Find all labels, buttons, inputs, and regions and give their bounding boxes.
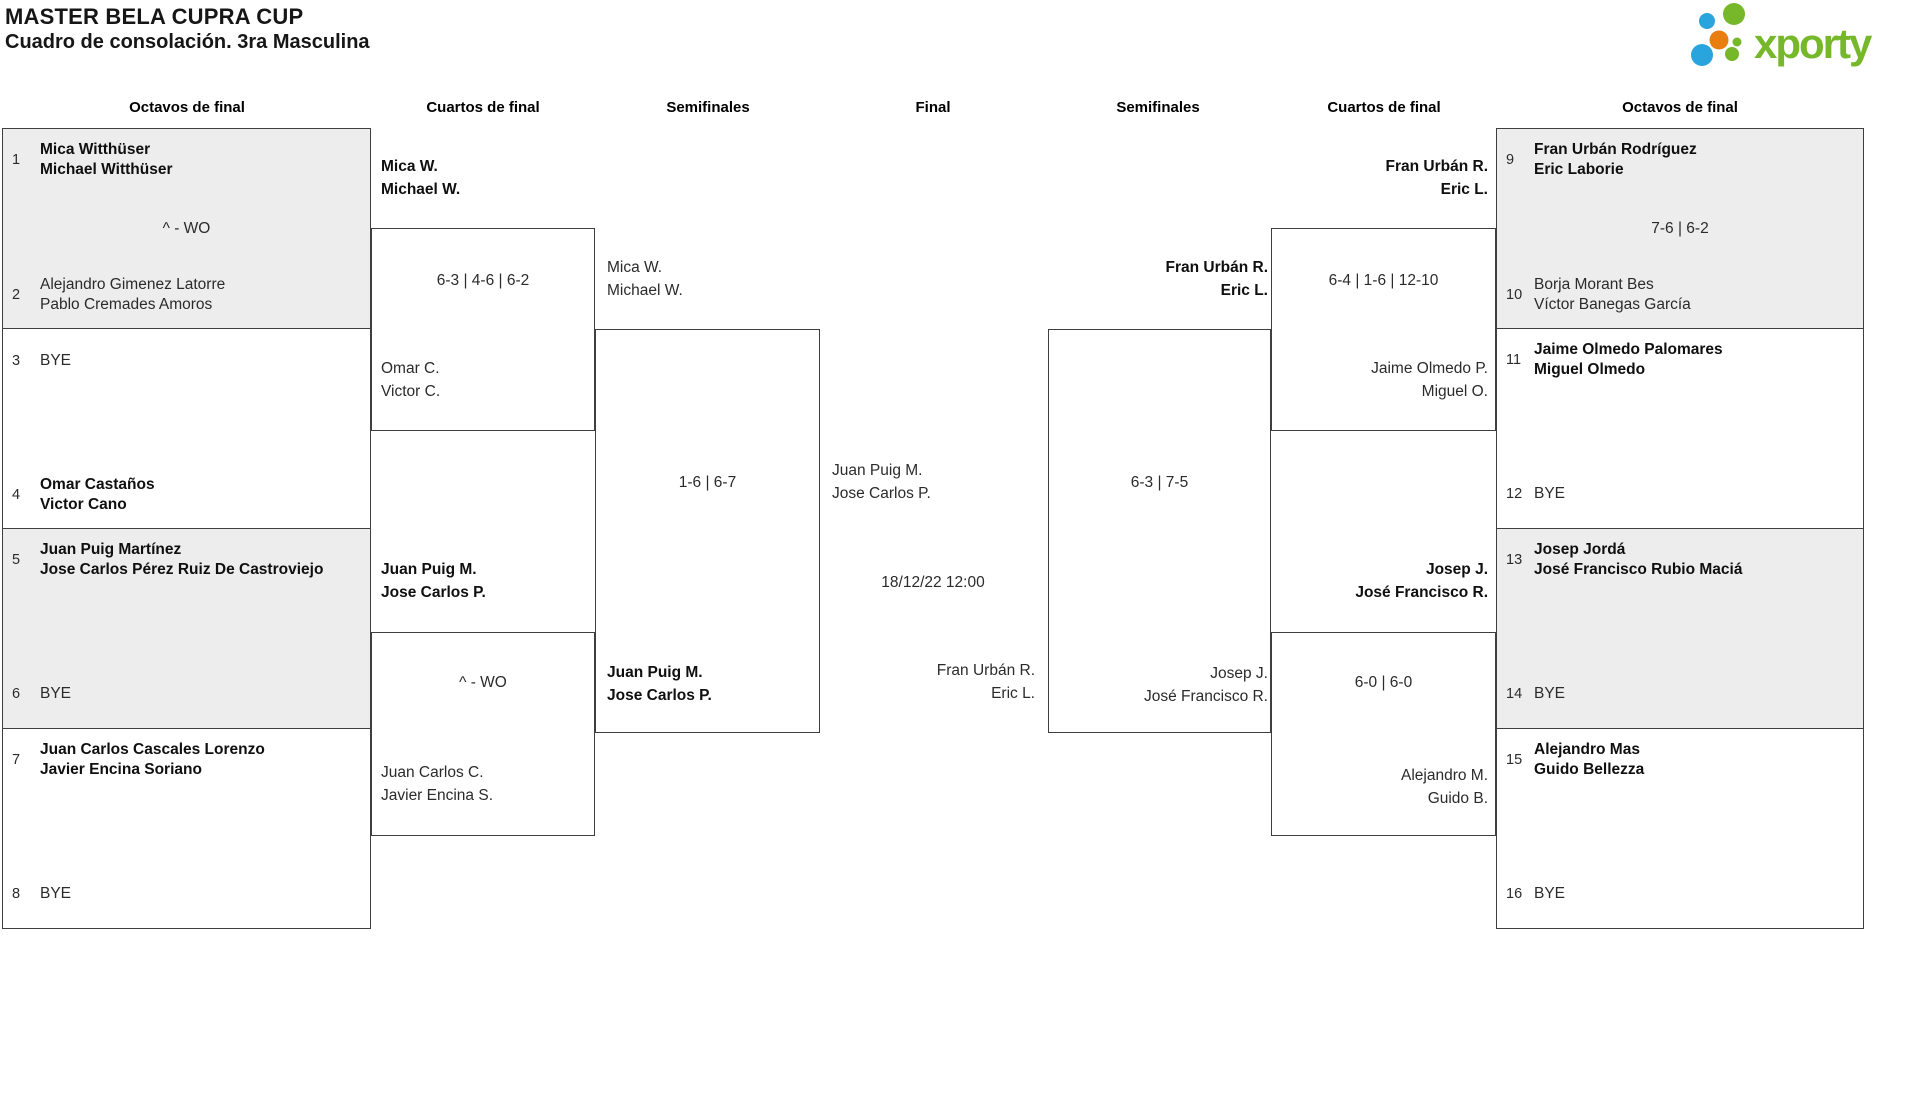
- team-entry: 16 BYE: [1506, 884, 1854, 904]
- team-name: BYE: [40, 685, 72, 702]
- seed-number: 11: [1506, 352, 1522, 368]
- eliminated-team-label: Alejandro M.Guido B.: [1400, 767, 1488, 807]
- final-team-left: Juan Puig M.Jose Carlos P.: [832, 462, 931, 502]
- seed-number: 7: [12, 752, 21, 768]
- round-header-final: Final: [915, 99, 951, 116]
- match-box-quarter-left-1: [371, 228, 595, 431]
- match-score: 6-4 | 1-6 | 12-10: [1328, 272, 1439, 289]
- seed-number: 2: [12, 287, 21, 303]
- match-score: ^ - WO: [162, 219, 211, 237]
- advancing-team-label: Juan Puig M.Jose Carlos P.: [381, 561, 486, 601]
- seed-number: 4: [12, 487, 21, 503]
- final-team-right: Fran Urbán R.Eric L.: [936, 662, 1035, 702]
- match-score: 6-0 | 6-0: [1354, 674, 1413, 691]
- team-name: BYE: [40, 352, 72, 369]
- final-datetime: 18/12/22 12:00: [881, 574, 985, 591]
- advancing-team-label: Juan Puig M.Jose Carlos P.: [607, 664, 712, 704]
- advancing-team-label: Fran Urbán R.Eric L.: [1165, 259, 1268, 299]
- team-entry: 3 BYE: [12, 351, 361, 371]
- seed-number: 9: [1506, 152, 1515, 168]
- round-header-octavos-right: Octavos de final: [1622, 99, 1738, 116]
- match-box-quarter-right-2: [1271, 632, 1496, 836]
- seed-number: 15: [1506, 752, 1523, 768]
- seed-number: 5: [12, 552, 21, 568]
- logo-dots-icon: [1691, 3, 1745, 66]
- eliminated-team-label: Juan Carlos C.Javier Encina S.: [381, 764, 493, 804]
- page-title: MASTER BELA CUPRA CUP: [5, 4, 304, 29]
- team-name: BYE: [1534, 685, 1566, 702]
- seed-number: 10: [1506, 287, 1523, 303]
- advancing-team-label: Josep J.José Francisco R.: [1355, 561, 1488, 601]
- advancing-team-label: Mica W.Michael W.: [381, 158, 461, 198]
- team-entry: 6 BYE: [12, 684, 361, 704]
- team-name: BYE: [1534, 885, 1566, 902]
- xporty-logo: xporty: [1691, 3, 1875, 67]
- match-box-semifinal-left: [595, 329, 820, 733]
- seed-number: 8: [12, 886, 21, 902]
- seed-number: 13: [1506, 552, 1523, 568]
- match-box-quarter-right-1: [1271, 228, 1496, 431]
- match-score: 7-6 | 6-2: [1651, 219, 1709, 237]
- team-entry: 14 BYE: [1506, 684, 1854, 704]
- team-name: BYE: [40, 885, 72, 902]
- seed-number: 1: [12, 152, 21, 168]
- round-header-semis-right: Semifinales: [1116, 99, 1200, 116]
- eliminated-team-label: Mica W.Michael W.: [607, 259, 683, 299]
- match-box-quarter-left-2: [371, 632, 595, 836]
- eliminated-team-label: Omar C.Victor C.: [381, 360, 441, 400]
- round-header-semis-left: Semifinales: [666, 99, 750, 116]
- round-header-cuartos-left: Cuartos de final: [426, 99, 540, 116]
- seed-number: 12: [1506, 486, 1523, 502]
- team-entry: 12 BYE: [1506, 484, 1854, 504]
- team-entry: 8 BYE: [12, 884, 361, 904]
- match-score: 1-6 | 6-7: [678, 474, 737, 491]
- match-score: 6-3 | 7-5: [1130, 474, 1189, 491]
- match-score: ^ - WO: [459, 674, 507, 691]
- eliminated-team-label: Josep J.José Francisco R.: [1143, 665, 1268, 705]
- round-header-octavos-left: Octavos de final: [129, 99, 245, 116]
- eliminated-team-label: Jaime Olmedo P.Miguel O.: [1371, 360, 1488, 400]
- match-box-semifinal-right: [1048, 329, 1271, 733]
- seed-number: 14: [1506, 686, 1523, 702]
- match-score: 6-3 | 4-6 | 6-2: [436, 272, 530, 289]
- advancing-team-label: Fran Urbán R.Eric L.: [1385, 158, 1488, 198]
- logo-text: xporty: [1754, 20, 1873, 67]
- seed-number: 3: [12, 353, 21, 369]
- team-name: BYE: [1534, 485, 1566, 502]
- seed-number: 16: [1506, 886, 1523, 902]
- page-subtitle: Cuadro de consolación. 3ra Masculina: [5, 31, 370, 53]
- round-header-cuartos-right: Cuartos de final: [1327, 99, 1441, 116]
- seed-number: 6: [12, 686, 21, 702]
